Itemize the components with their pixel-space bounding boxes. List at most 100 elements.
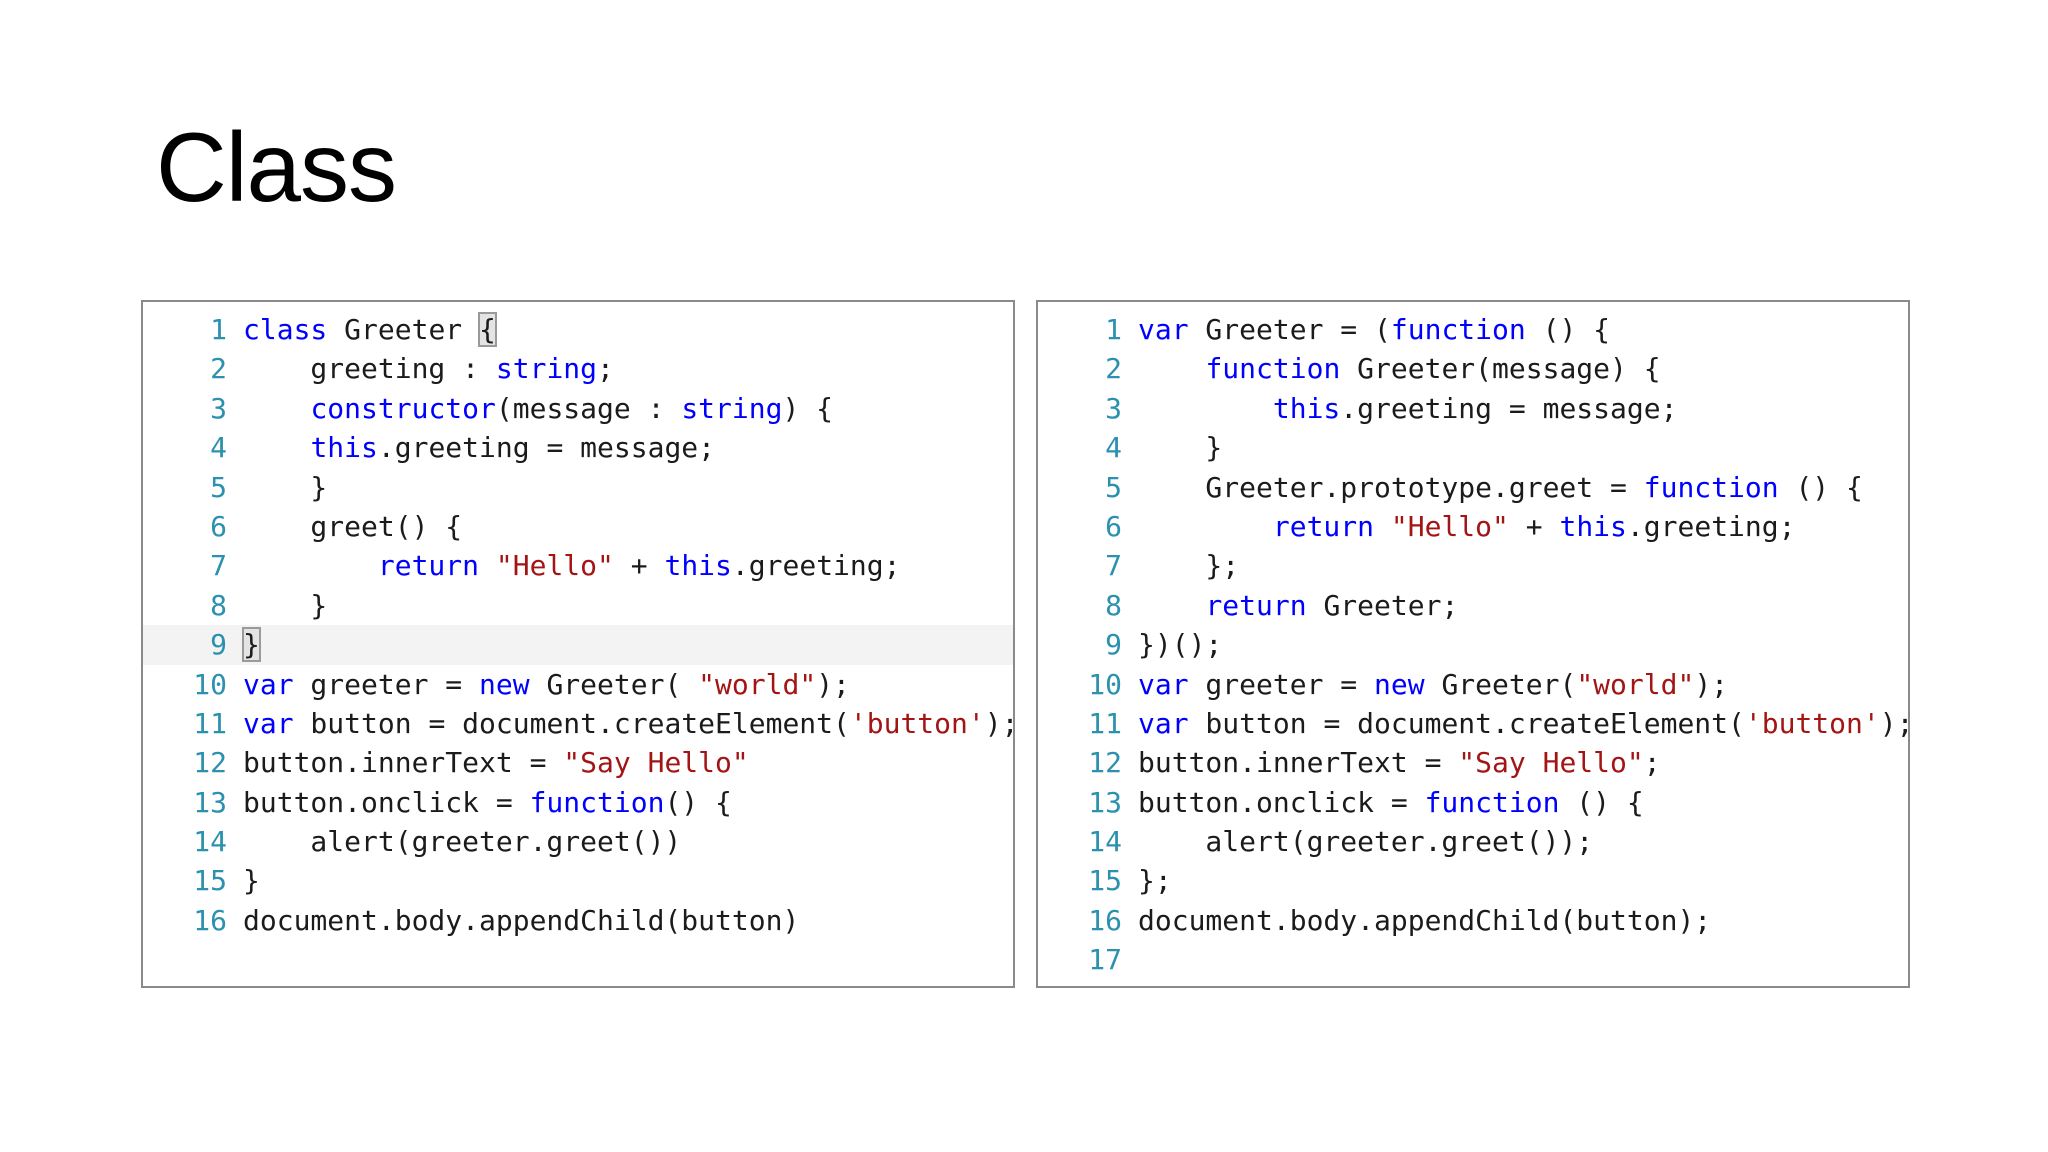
line-number: 7: [1105, 549, 1122, 583]
keyword-token: return: [377, 549, 480, 583]
code-token: () {: [664, 785, 732, 819]
line-number: 13: [1088, 785, 1122, 819]
line-code: document.body.appendChild(button);: [1138, 901, 1711, 940]
code-line: 15}: [143, 861, 1013, 900]
line-number: 9: [210, 628, 227, 662]
code-line: 1 var Greeter = (function () {: [1038, 310, 1908, 349]
code-token: button.onclick =: [1138, 785, 1425, 819]
line-number: 1: [210, 313, 227, 346]
line-code: var greeter = new Greeter("world");: [1138, 665, 1728, 704]
code-token: .greeting = message;: [1340, 391, 1678, 425]
keyword-token: new: [1374, 667, 1425, 701]
line-number: 17: [1088, 943, 1122, 977]
keyword-token: class: [243, 313, 328, 346]
line-number: 1: [1105, 313, 1122, 346]
string-token: 'button': [1744, 706, 1880, 740]
code-token: +: [1508, 509, 1560, 543]
code-token: Greeter;: [1306, 588, 1459, 622]
keyword-token: var: [243, 667, 294, 701]
string-token: "world": [1576, 667, 1695, 701]
code-line: 5 }: [143, 468, 1013, 507]
code-token: () {: [1559, 785, 1644, 819]
line-code: alert(greeter.greet());: [1138, 822, 1593, 861]
code-line: 8 return Greeter;: [1038, 586, 1908, 625]
keyword-token: new: [479, 667, 530, 701]
code-token: document.body.appendChild(button);: [1138, 903, 1712, 937]
code-token: }: [1138, 431, 1223, 465]
code-token: };: [1138, 549, 1240, 583]
code-token: [1138, 392, 1273, 425]
line-number: 3: [210, 391, 227, 425]
line-number: 14: [193, 825, 227, 859]
code-token: );: [984, 706, 1013, 740]
code-line: 14 alert(greeter.greet());: [1038, 822, 1908, 861]
line-number: 8: [210, 588, 227, 622]
string-token: "Say Hello": [563, 746, 749, 780]
line-number: 4: [210, 431, 227, 465]
line-number: 14: [1088, 825, 1122, 859]
line-code: this.greeting = message;: [1138, 389, 1678, 428]
code-token: Greeter: [327, 313, 480, 346]
keyword-token: var: [1138, 313, 1189, 346]
keyword-token: var: [1138, 667, 1189, 701]
code-token: .greeting;: [1626, 509, 1796, 543]
line-number: 2: [1105, 352, 1122, 386]
code-token: greeting :: [243, 352, 496, 386]
code-token: [1138, 352, 1205, 385]
code-token: [1374, 510, 1391, 543]
line-number: 8: [1105, 588, 1122, 622]
code-token: +: [613, 549, 665, 583]
code-line: 16 document.body.appendChild(button);: [1038, 901, 1908, 940]
matched-brace: {: [478, 312, 497, 347]
code-line: 7 };: [1038, 546, 1908, 585]
code-token: .greeting;: [731, 549, 901, 583]
code-line: 14 alert(greeter.greet()): [143, 822, 1013, 861]
code-token: button = document.createElement(: [293, 706, 850, 740]
line-number: 15: [193, 864, 227, 898]
line-number: 6: [1105, 509, 1122, 543]
code-line: 5 Greeter.prototype.greet = function () …: [1038, 468, 1908, 507]
line-code: }: [1138, 428, 1222, 467]
code-token: [243, 549, 378, 582]
code-token: Greeter(: [1424, 667, 1577, 701]
code-token: ) {: [782, 391, 834, 425]
line-number: 6: [210, 509, 227, 543]
line-code: var button = document.createElement('but…: [243, 704, 1013, 743]
line-code: var button = document.createElement('but…: [1138, 704, 1908, 743]
code-token: })();: [1138, 628, 1223, 662]
code-line: 6 greet() {: [143, 507, 1013, 546]
keyword-token: this: [1559, 509, 1627, 543]
line-code: return "Hello" + this.greeting;: [243, 546, 901, 585]
line-number: 4: [1105, 431, 1122, 465]
line-number: 3: [1105, 391, 1122, 425]
line-number: 15: [1088, 864, 1122, 898]
code-token: [243, 431, 310, 464]
code-token: ;: [1643, 746, 1661, 780]
keyword-token: var: [243, 706, 294, 740]
keyword-token: string: [681, 391, 783, 425]
line-code: var Greeter = (function () {: [1138, 310, 1610, 349]
line-number: 13: [193, 785, 227, 819]
line-code: };: [1138, 546, 1239, 585]
code-token: );: [1879, 706, 1908, 740]
keyword-token: this: [664, 549, 732, 583]
line-number: 10: [193, 667, 227, 701]
line-code: return Greeter;: [1138, 586, 1458, 625]
keyword-token: function: [1205, 352, 1341, 386]
code-token: }: [243, 470, 328, 504]
code-token: Greeter(message) {: [1340, 352, 1661, 386]
code-token: }: [243, 864, 260, 898]
code-line: 3 constructor(message : string) {: [143, 389, 1013, 428]
line-number: 16: [1088, 903, 1122, 937]
line-code: return "Hello" + this.greeting;: [1138, 507, 1796, 546]
code-token: [243, 392, 310, 425]
line-code: constructor(message : string) {: [243, 389, 833, 428]
line-code: greet() {: [243, 507, 462, 546]
